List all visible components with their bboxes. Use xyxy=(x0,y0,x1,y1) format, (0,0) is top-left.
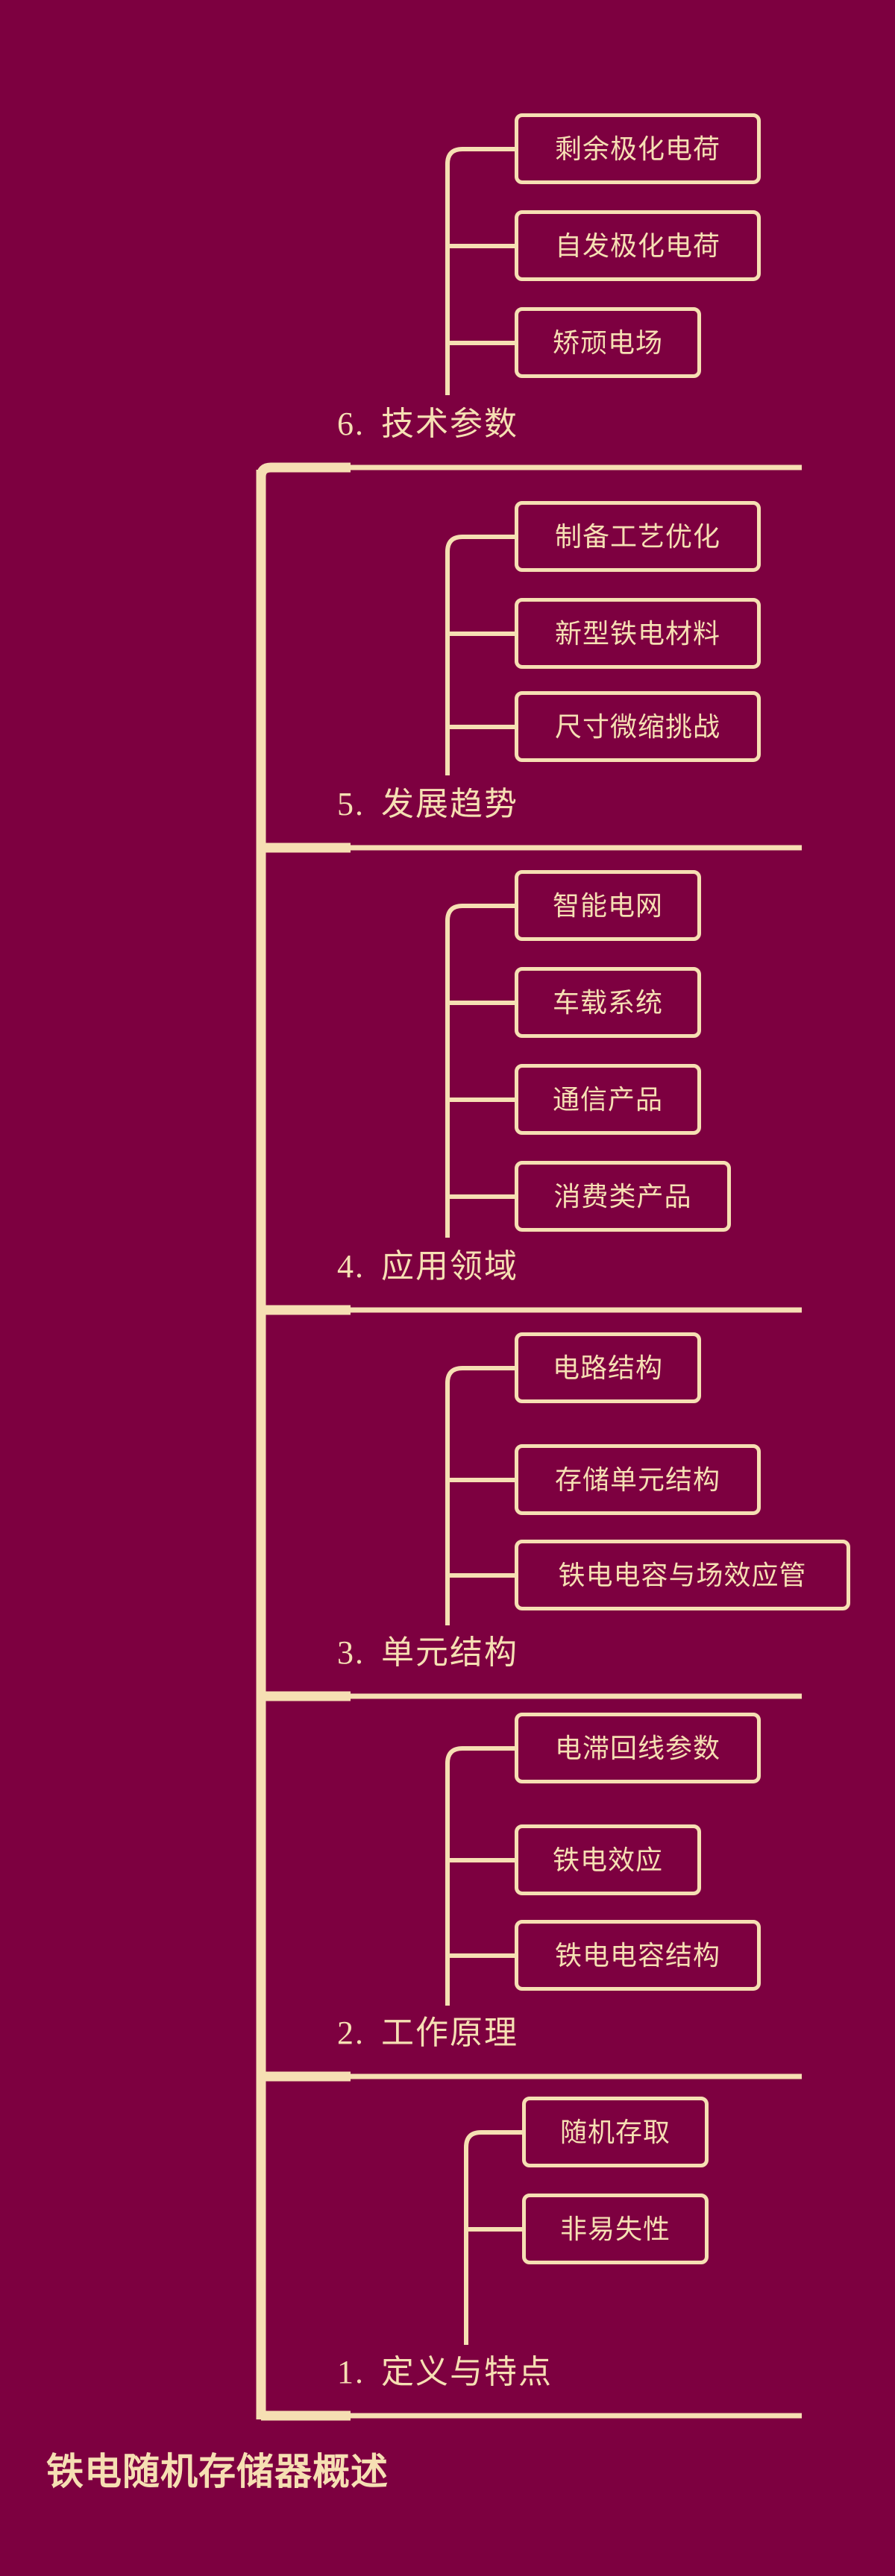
section-title: 单元结构 xyxy=(381,1634,518,1671)
section-title: 发展趋势 xyxy=(381,786,518,822)
leaf-box[interactable]: 非易失性 xyxy=(522,2194,709,2264)
section-label-1[interactable]: 1. 定义与特点 xyxy=(337,2356,553,2389)
section-label-6[interactable]: 6. 技术参数 xyxy=(337,408,518,441)
leaf-box[interactable]: 新型铁电材料 xyxy=(515,598,761,669)
leaf-box[interactable]: 铁电效应 xyxy=(515,1824,701,1895)
leaf-box[interactable]: 通信产品 xyxy=(515,1064,701,1135)
section-title: 定义与特点 xyxy=(381,2354,553,2390)
section-label-2[interactable]: 2. 工作原理 xyxy=(337,2017,518,2050)
leaf-box[interactable]: 电滞回线参数 xyxy=(515,1713,761,1783)
section-title: 工作原理 xyxy=(381,2015,518,2051)
leaf-box[interactable]: 电路结构 xyxy=(515,1332,701,1403)
section-title: 应用领域 xyxy=(381,1248,518,1285)
section-label-4[interactable]: 4. 应用领域 xyxy=(337,1250,518,1283)
leaf-box[interactable]: 制备工艺优化 xyxy=(515,501,761,572)
leaf-box[interactable]: 自发极化电荷 xyxy=(515,210,761,281)
leaf-box[interactable]: 消费类产品 xyxy=(515,1161,731,1232)
leaf-box[interactable]: 尺寸微缩挑战 xyxy=(515,691,761,762)
section-title: 技术参数 xyxy=(381,406,518,442)
section-number: 6. xyxy=(337,406,365,442)
leaf-box[interactable]: 矫顽电场 xyxy=(515,307,701,378)
leaf-box[interactable]: 存储单元结构 xyxy=(515,1444,761,1515)
section-number: 1. xyxy=(337,2354,365,2390)
section-label-3[interactable]: 3. 单元结构 xyxy=(337,1637,518,1669)
section-label-5[interactable]: 5. 发展趋势 xyxy=(337,788,518,821)
leaf-box[interactable]: 铁电电容与场效应管 xyxy=(515,1540,850,1610)
section-number: 3. xyxy=(337,1634,365,1671)
leaf-box[interactable]: 铁电电容结构 xyxy=(515,1920,761,1991)
leaf-box[interactable]: 剩余极化电荷 xyxy=(515,113,761,184)
leaf-box[interactable]: 车载系统 xyxy=(515,967,701,1038)
root-title[interactable]: 铁电随机存储器概述 xyxy=(46,2451,389,2492)
section-number: 2. xyxy=(337,2015,365,2051)
section-number: 4. xyxy=(337,1248,365,1285)
leaf-box[interactable]: 智能电网 xyxy=(515,870,701,941)
leaf-box[interactable]: 随机存取 xyxy=(522,2097,709,2167)
section-number: 5. xyxy=(337,786,365,822)
